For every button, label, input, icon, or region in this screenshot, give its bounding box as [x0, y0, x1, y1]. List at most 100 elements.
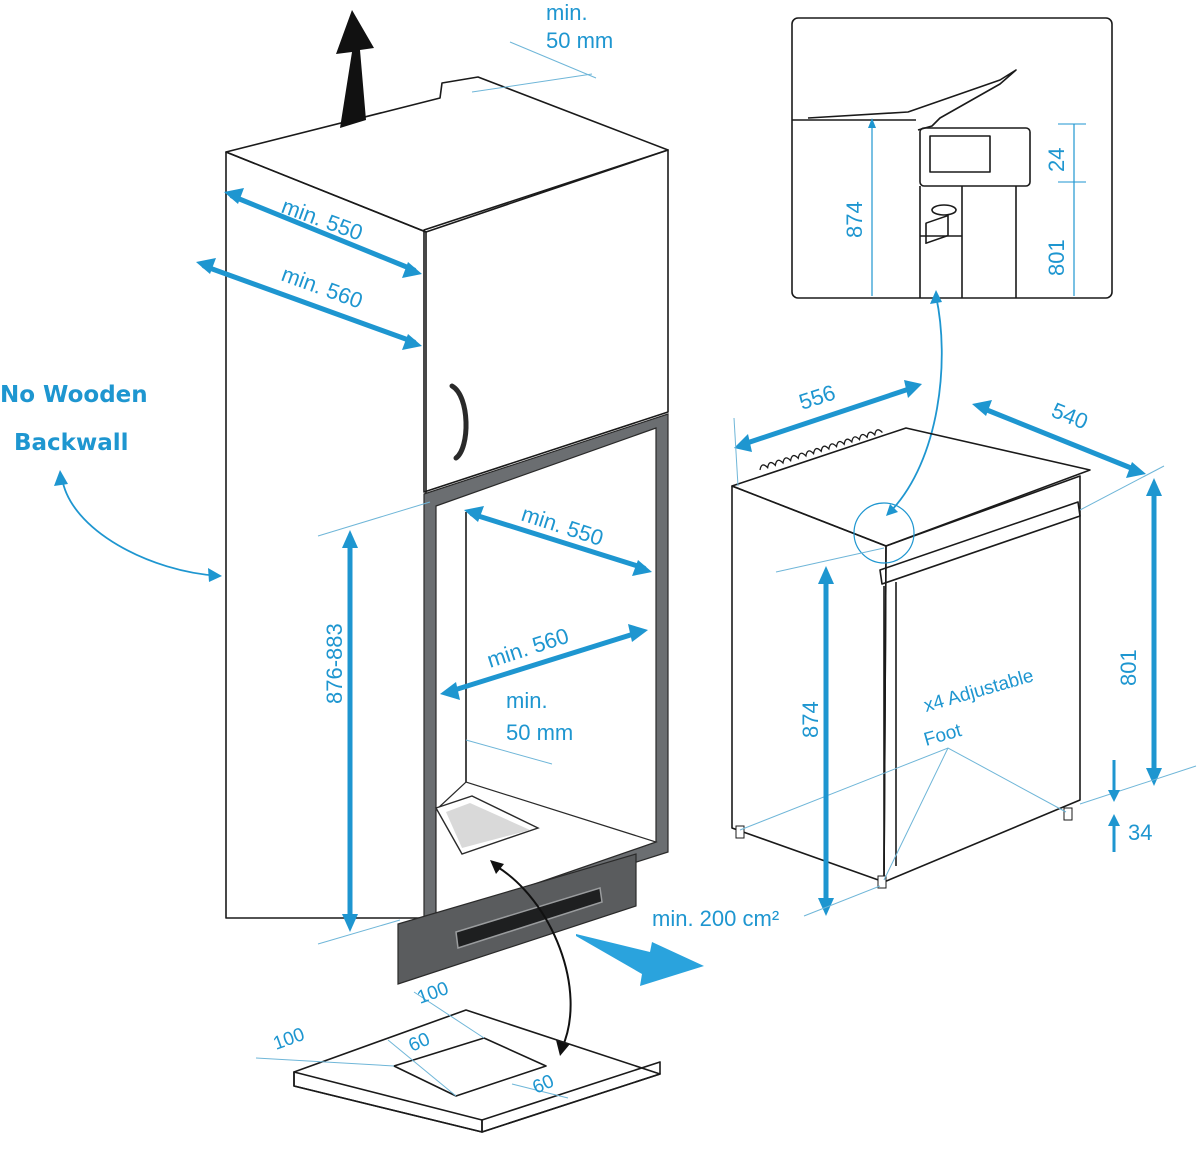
detail-hinge — [807, 69, 1017, 131]
feet-callout-2 — [883, 747, 949, 881]
vent-cutout-plan — [255, 991, 661, 1133]
inner-gap-guide — [465, 739, 553, 765]
top-gap-min-label: min. — [546, 0, 588, 25]
niche-height-head-b — [342, 914, 358, 932]
appliance-control-panel — [879, 501, 1081, 585]
appliance-width-head-a — [734, 434, 752, 452]
appliance-width-head-b — [904, 380, 922, 398]
vent-guide-a — [255, 1057, 395, 1067]
vent-plate — [293, 1009, 661, 1133]
door-height-guide-b — [1079, 765, 1197, 805]
floor-cutout-shadow — [446, 803, 530, 848]
appliance-depth-line — [979, 405, 1139, 473]
appliance-height-guide-b — [803, 885, 881, 917]
plinth-vent-slot — [455, 887, 603, 949]
niche-height-head-a — [342, 530, 358, 548]
top-gap-guide-2 — [509, 41, 597, 79]
appliance-width-label: 556 — [796, 380, 839, 415]
detail-24-label: 24 — [1044, 148, 1069, 172]
upper-cabinet-door — [423, 149, 669, 493]
foot-1 — [735, 825, 745, 839]
vent-plate-edge-2 — [481, 1061, 661, 1133]
vent-guide-c — [387, 1039, 457, 1097]
backwall-pointer-head — [208, 568, 222, 582]
top-gap-guide — [471, 73, 593, 93]
door-height-head-a — [1146, 478, 1162, 496]
vent-plate-edge — [293, 1071, 483, 1133]
airflow-in-arrow-icon — [576, 934, 704, 986]
upper-width-line — [201, 263, 417, 345]
appliance-control-knob — [925, 214, 949, 244]
detail-874-label: 874 — [842, 201, 867, 238]
appliance-height-label: 874 — [798, 701, 823, 738]
niche-depth-head-a — [464, 506, 484, 522]
detail-leader-head-b — [886, 504, 898, 516]
detail-highlight-circle — [853, 502, 915, 564]
cabinet-dimensions — [196, 41, 704, 1056]
vent-guide-d — [511, 1083, 569, 1099]
appliance-depth-head-a — [972, 400, 992, 416]
detail-874-head — [868, 118, 876, 128]
detail-801-label: 801 — [1044, 239, 1069, 276]
vent-guide-b — [413, 991, 485, 1039]
vent-curve-head-b — [556, 1040, 570, 1056]
niche-height-guide-b — [317, 919, 401, 945]
kitchen-cabinet — [225, 76, 669, 985]
appliance-width-guide — [733, 417, 739, 487]
backwall-pointer-tail — [54, 470, 68, 486]
door-handle — [449, 383, 469, 461]
vent-area-label: min. 200 cm² — [652, 906, 779, 931]
appliance-width-line — [741, 385, 915, 447]
upper-depth-label: min. 550 — [278, 193, 366, 245]
airflow-up-arrow-icon — [336, 10, 374, 128]
niche-depth-line — [469, 511, 647, 571]
door-height-label: 801 — [1116, 649, 1141, 686]
appliance-depth-label: 540 — [1048, 397, 1091, 434]
appliance-side — [731, 485, 887, 883]
vent-curve-arrow — [495, 865, 572, 1049]
appliance-height-head-a — [818, 566, 834, 584]
appliance-top — [731, 427, 1091, 547]
niche-width-head-b — [628, 624, 648, 642]
vent-100-label-a: 100 — [415, 978, 452, 1009]
detail-block-inner — [929, 135, 991, 173]
niche-height-label: 876-883 — [322, 623, 347, 704]
vent-60-label-a: 60 — [405, 1029, 433, 1057]
detail-leader — [889, 295, 943, 513]
foot-2 — [877, 875, 887, 889]
detail-body-lines — [919, 186, 1017, 298]
hinge-detail-inset — [791, 17, 1113, 516]
appliance-condenser — [759, 429, 883, 471]
niche-width-line — [445, 629, 643, 695]
fridge-appliance — [731, 214, 1091, 889]
upper-width-head-a — [196, 258, 216, 274]
feet-callout — [739, 747, 1067, 831]
upper-depth-head-a — [224, 188, 244, 204]
appliance-height-guide-a — [775, 547, 885, 573]
door-height-head-b — [1146, 768, 1162, 786]
feet-label-line2: Foot — [922, 720, 965, 751]
upper-width-head-b — [402, 334, 422, 350]
niche-width-head-a — [440, 682, 460, 700]
niche-height-guide-a — [317, 501, 431, 537]
top-gap-value-label: 50 mm — [546, 28, 613, 53]
foot-adjust-label: 34 — [1128, 820, 1152, 845]
foot-adjust-up-head — [1108, 814, 1120, 826]
vent-100-label-b: 100 — [271, 1024, 308, 1055]
detail-leader-head-a — [930, 290, 942, 304]
inner-gap-min-label: min. — [506, 688, 548, 713]
foot-adjust-down-head — [1108, 790, 1120, 802]
foot-3 — [1063, 807, 1073, 821]
upper-depth-head-b — [402, 262, 422, 278]
no-wooden-label: No Wooden — [0, 382, 148, 408]
backwall-pointer — [61, 477, 221, 577]
upper-depth-line — [229, 193, 417, 273]
niche-depth-head-b — [632, 560, 652, 576]
door-height-guide-a — [1079, 465, 1165, 511]
detail-slot — [931, 204, 957, 216]
feet-label-line1: x4 Adjustable — [922, 665, 1036, 716]
cabinet-side-panel — [225, 151, 427, 919]
inner-gap-value-label: 50 mm — [506, 720, 573, 745]
appliance-depth-head-b — [1126, 462, 1146, 478]
